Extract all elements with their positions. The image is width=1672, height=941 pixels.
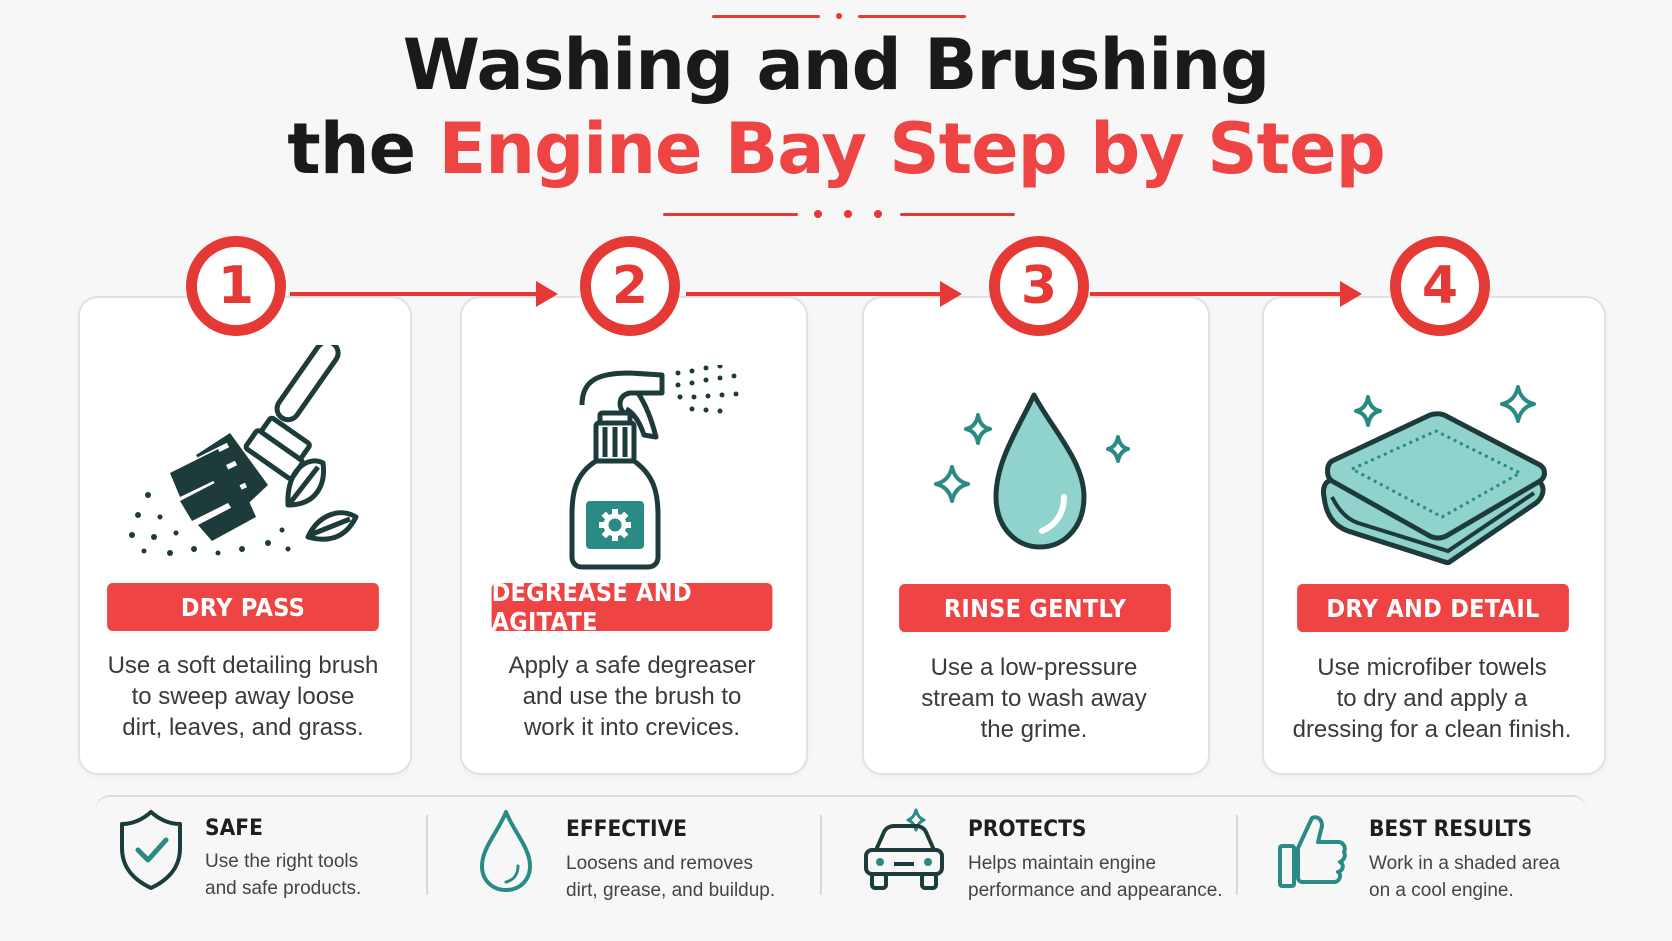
benefit-title-safe: SAFE	[205, 816, 263, 841]
title-bottom-dot-2	[844, 210, 852, 218]
title-bottom-dot-3	[874, 210, 882, 218]
towel-icon	[1321, 385, 1547, 565]
connector-1-2	[290, 292, 538, 296]
step-label-2: DEGREASE AND AGITATE	[491, 578, 773, 636]
connector-2-3	[686, 292, 940, 296]
connector-3-4	[1090, 292, 1340, 296]
page-title-plain: the	[287, 108, 439, 190]
step-label-3: RINSE GENTLY	[899, 584, 1171, 632]
page-title-line2: the Engine Bay Step by Step	[0, 108, 1672, 190]
benefit-title-best-results: BEST RESULTS	[1369, 817, 1533, 842]
page-title-accent: Engine Bay Step by Step	[438, 108, 1385, 190]
spray-bottle-icon	[569, 365, 739, 570]
water-drop-icon	[934, 392, 1130, 550]
title-top-dot	[836, 13, 842, 19]
benefit-title-effective: EFFECTIVE	[566, 817, 687, 842]
benefit-divider-1	[426, 815, 428, 895]
brush-icon	[129, 345, 359, 556]
title-top-rule-right	[858, 15, 966, 18]
arrow-1-2	[536, 281, 558, 307]
title-bottom-rule-right	[900, 213, 1015, 216]
step-number-2: 2	[580, 236, 680, 336]
car-sparkle-icon	[864, 808, 944, 890]
arrow-2-3	[940, 281, 962, 307]
step-number-4: 4	[1390, 236, 1490, 336]
benefit-title-protects: PROTECTS	[968, 817, 1087, 842]
step-label-4: DRY AND DETAIL	[1297, 584, 1569, 632]
title-bottom-rule-left	[663, 213, 798, 216]
title-bottom-dot-1	[814, 210, 822, 218]
shield-check-icon	[120, 810, 182, 890]
benefit-divider-2	[820, 815, 822, 895]
step-number-3: 3	[989, 236, 1089, 336]
page-title-line1: Washing and Brushing	[402, 24, 1270, 106]
arrow-3-4	[1340, 281, 1362, 307]
step-label-1: DRY PASS	[107, 583, 379, 631]
benefits-strip	[96, 795, 1586, 927]
thumbs-up-icon	[1278, 815, 1347, 888]
step-number-1: 1	[186, 236, 286, 336]
title-top-rule-left	[712, 15, 820, 18]
benefit-divider-3	[1236, 815, 1238, 895]
drop-outline-icon	[480, 810, 532, 892]
